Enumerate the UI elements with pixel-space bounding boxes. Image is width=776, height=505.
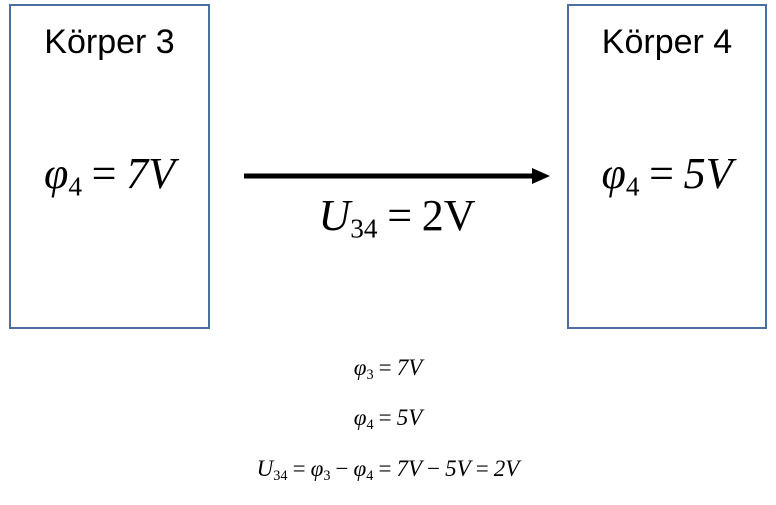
equals-sign: = [387, 191, 413, 240]
subscript: 4 [68, 171, 82, 202]
equals-sign: = [475, 456, 489, 481]
subscript: 34 [273, 467, 288, 484]
potential-equation-left: φ4 =7V [11, 149, 208, 212]
subscript: 3 [366, 366, 374, 383]
arrow-head-icon [532, 168, 550, 184]
equals-sign: = [378, 355, 392, 380]
potential-value-right: 5V [683, 149, 733, 198]
minus-sign: − [335, 456, 349, 481]
phi-symbol: φ [353, 355, 367, 380]
value: 5V [445, 456, 471, 481]
subscript: 4 [366, 416, 374, 433]
equals-sign: = [292, 456, 306, 481]
voltage-value: 2V [421, 191, 476, 240]
voltage-symbol: U [318, 191, 351, 240]
phi-symbol: φ [310, 456, 324, 481]
body-box-left: Körper 3 φ4 =7V [9, 4, 210, 329]
voltage-label: U34 =2V [244, 190, 550, 255]
voltage-symbol: U [256, 456, 274, 481]
subscript: 4 [625, 171, 640, 202]
potential-equation-right: φ4 =5V [569, 149, 765, 212]
subscript: 4 [366, 467, 374, 484]
value: 7V [396, 355, 423, 380]
formula-line-3: U34=φ3−φ4=7V−5V=2V [0, 455, 776, 490]
body-box-right: Körper 4 φ4 =5V [567, 4, 767, 329]
body-title-left: Körper 3 [44, 23, 175, 61]
value: 7V [396, 456, 423, 481]
phi-symbol: φ [43, 149, 69, 198]
phi-symbol: φ [353, 405, 367, 430]
formula-line-1: φ3=7V [0, 354, 776, 389]
potential-value-left: 7V [126, 149, 176, 198]
subscript: 3 [323, 467, 331, 484]
equals-sign: = [91, 149, 117, 198]
result-value: 2V [493, 456, 520, 481]
minus-sign: − [427, 456, 441, 481]
voltage-arrow [244, 168, 550, 184]
value: 5V [396, 405, 423, 430]
phi-symbol: φ [353, 456, 367, 481]
formula-line-2: φ4=5V [0, 404, 776, 439]
equals-sign: = [378, 405, 392, 430]
body-title-right: Körper 4 [601, 23, 733, 61]
equals-sign: = [649, 149, 674, 198]
subscript: 34 [350, 213, 378, 244]
phi-symbol: φ [601, 149, 626, 198]
equals-sign: = [378, 456, 392, 481]
